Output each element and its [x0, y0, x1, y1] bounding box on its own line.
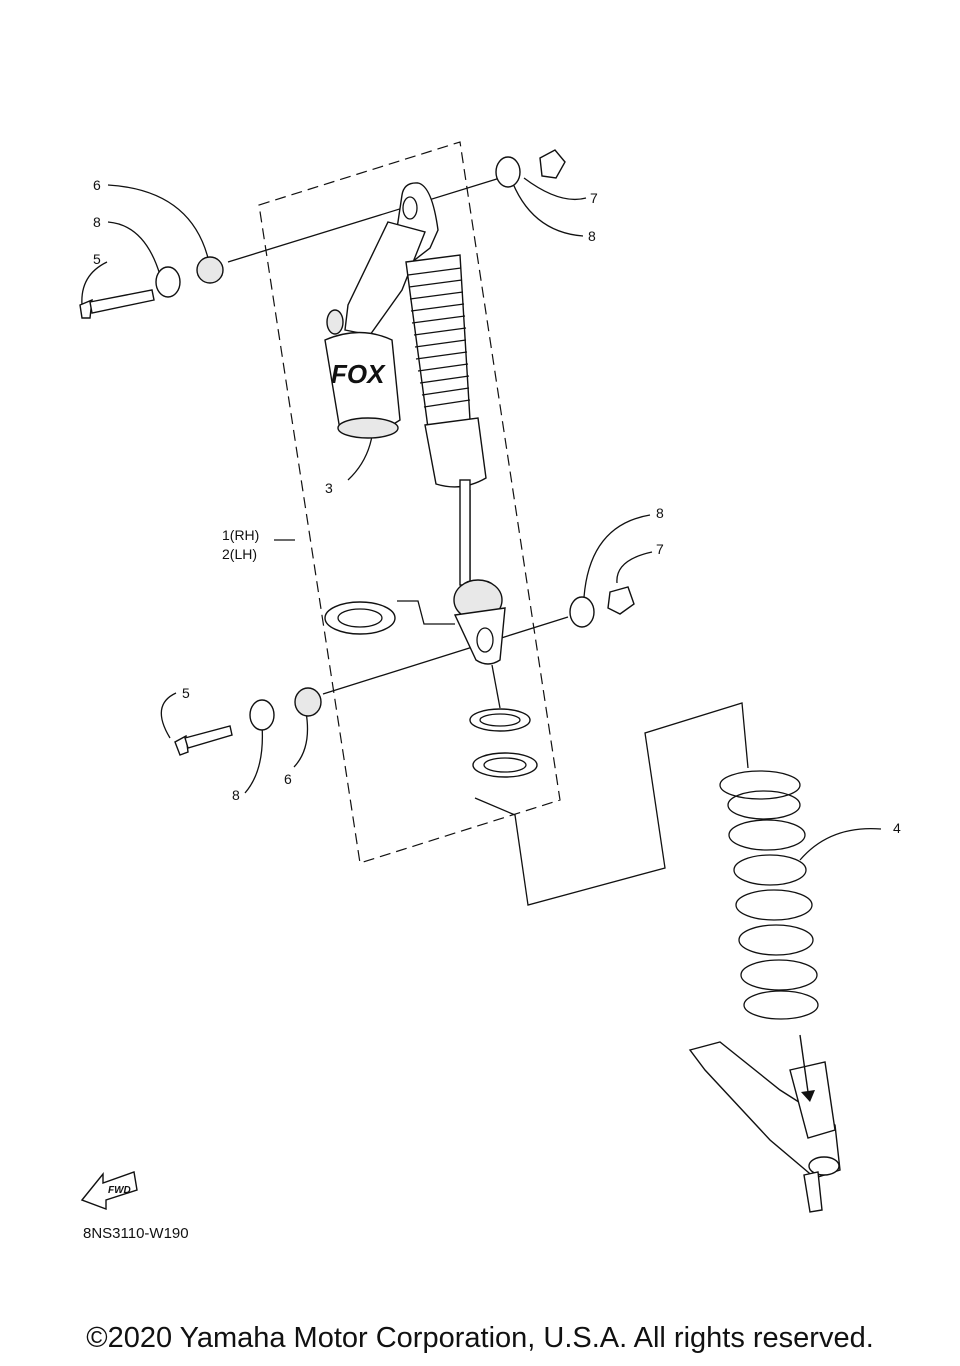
mid-hardware: [569, 586, 635, 628]
callout-8-mid: 8: [656, 505, 664, 521]
assembly-boundary: [258, 141, 561, 864]
callout-7-mid: 7: [656, 541, 664, 557]
callout-8-top: 8: [93, 214, 101, 230]
callout-1-rh: 1(RH): [222, 527, 259, 543]
a-arm-mount: [688, 1034, 841, 1213]
fwd-label: FWD: [108, 1185, 131, 1196]
callout-6-top: 6: [93, 177, 101, 193]
svg-text:FOX: FOX: [331, 359, 386, 389]
callout-7-top: 7: [590, 190, 598, 206]
shock-absorber: [344, 182, 487, 586]
fwd-arrow-icon: FWD: [80, 1171, 138, 1211]
callout-8-bottom: 8: [232, 787, 240, 803]
spring-adjuster-nuts: [469, 708, 538, 778]
callout-5-top: 5: [93, 251, 101, 267]
lower-hardware: [174, 687, 322, 756]
callout-3: 3: [325, 480, 333, 496]
callout-6-bottom: 6: [284, 771, 292, 787]
reservoir: FOX: [324, 309, 401, 439]
diagram-code: 8NS3110-W190: [83, 1225, 189, 1242]
copyright-notice: ©2020 Yamaha Motor Corporation, U.S.A. A…: [86, 1322, 874, 1354]
leader-lines: [81, 175, 882, 906]
upper-hardware: [79, 149, 566, 319]
callout-8-top-right: 8: [588, 228, 596, 244]
retaining-clip: [324, 601, 396, 635]
callout-5-bottom: 5: [182, 685, 190, 701]
callout-4: 4: [893, 820, 901, 836]
callout-2-lh: 2(LH): [222, 546, 257, 562]
lower-eyelet: [453, 579, 506, 665]
coil-spring: [719, 770, 819, 1020]
